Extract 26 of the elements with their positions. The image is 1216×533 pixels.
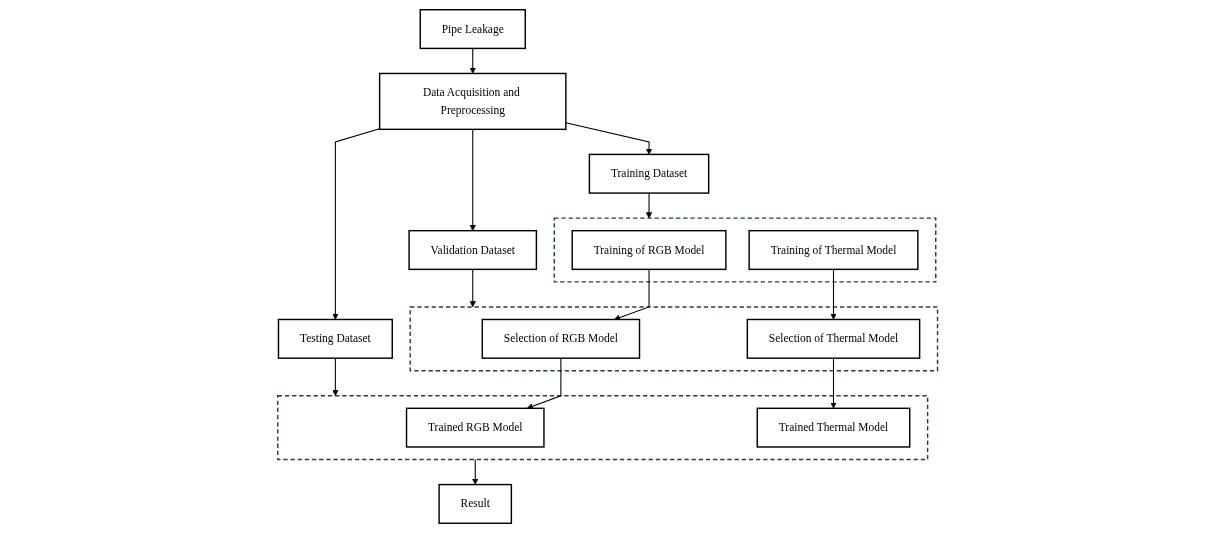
node-box: Training Dataset	[589, 153, 710, 194]
node-box: Testing Dataset	[278, 318, 394, 359]
cluster	[409, 306, 939, 372]
node-box: Result	[438, 483, 513, 524]
arrow	[646, 192, 653, 219]
arrow	[830, 357, 837, 409]
arrow	[614, 268, 650, 321]
arrow	[469, 268, 477, 308]
arrow	[472, 458, 479, 485]
node-box: Selection of RGB Model	[481, 318, 641, 359]
arrow	[527, 357, 562, 410]
node-box: Selection of Thermal Model	[747, 318, 921, 359]
arrow	[830, 268, 837, 320]
node-box: Training of Thermal Model	[748, 229, 919, 271]
node-box: Training of RGB Model	[571, 229, 727, 271]
arrow	[469, 128, 477, 231]
node-box: Trained RGB Model	[406, 407, 545, 448]
cluster	[553, 217, 937, 283]
node-box: Validation Dataset	[408, 229, 538, 271]
arrow	[332, 357, 339, 397]
arrow	[469, 47, 477, 74]
node-box: Pipe Leakage	[419, 9, 527, 50]
node-box: Data Acquisition and Preprocessing	[379, 72, 567, 131]
node-box: Trained Thermal Model	[756, 407, 911, 448]
arrow	[332, 128, 381, 320]
cluster	[277, 395, 929, 461]
